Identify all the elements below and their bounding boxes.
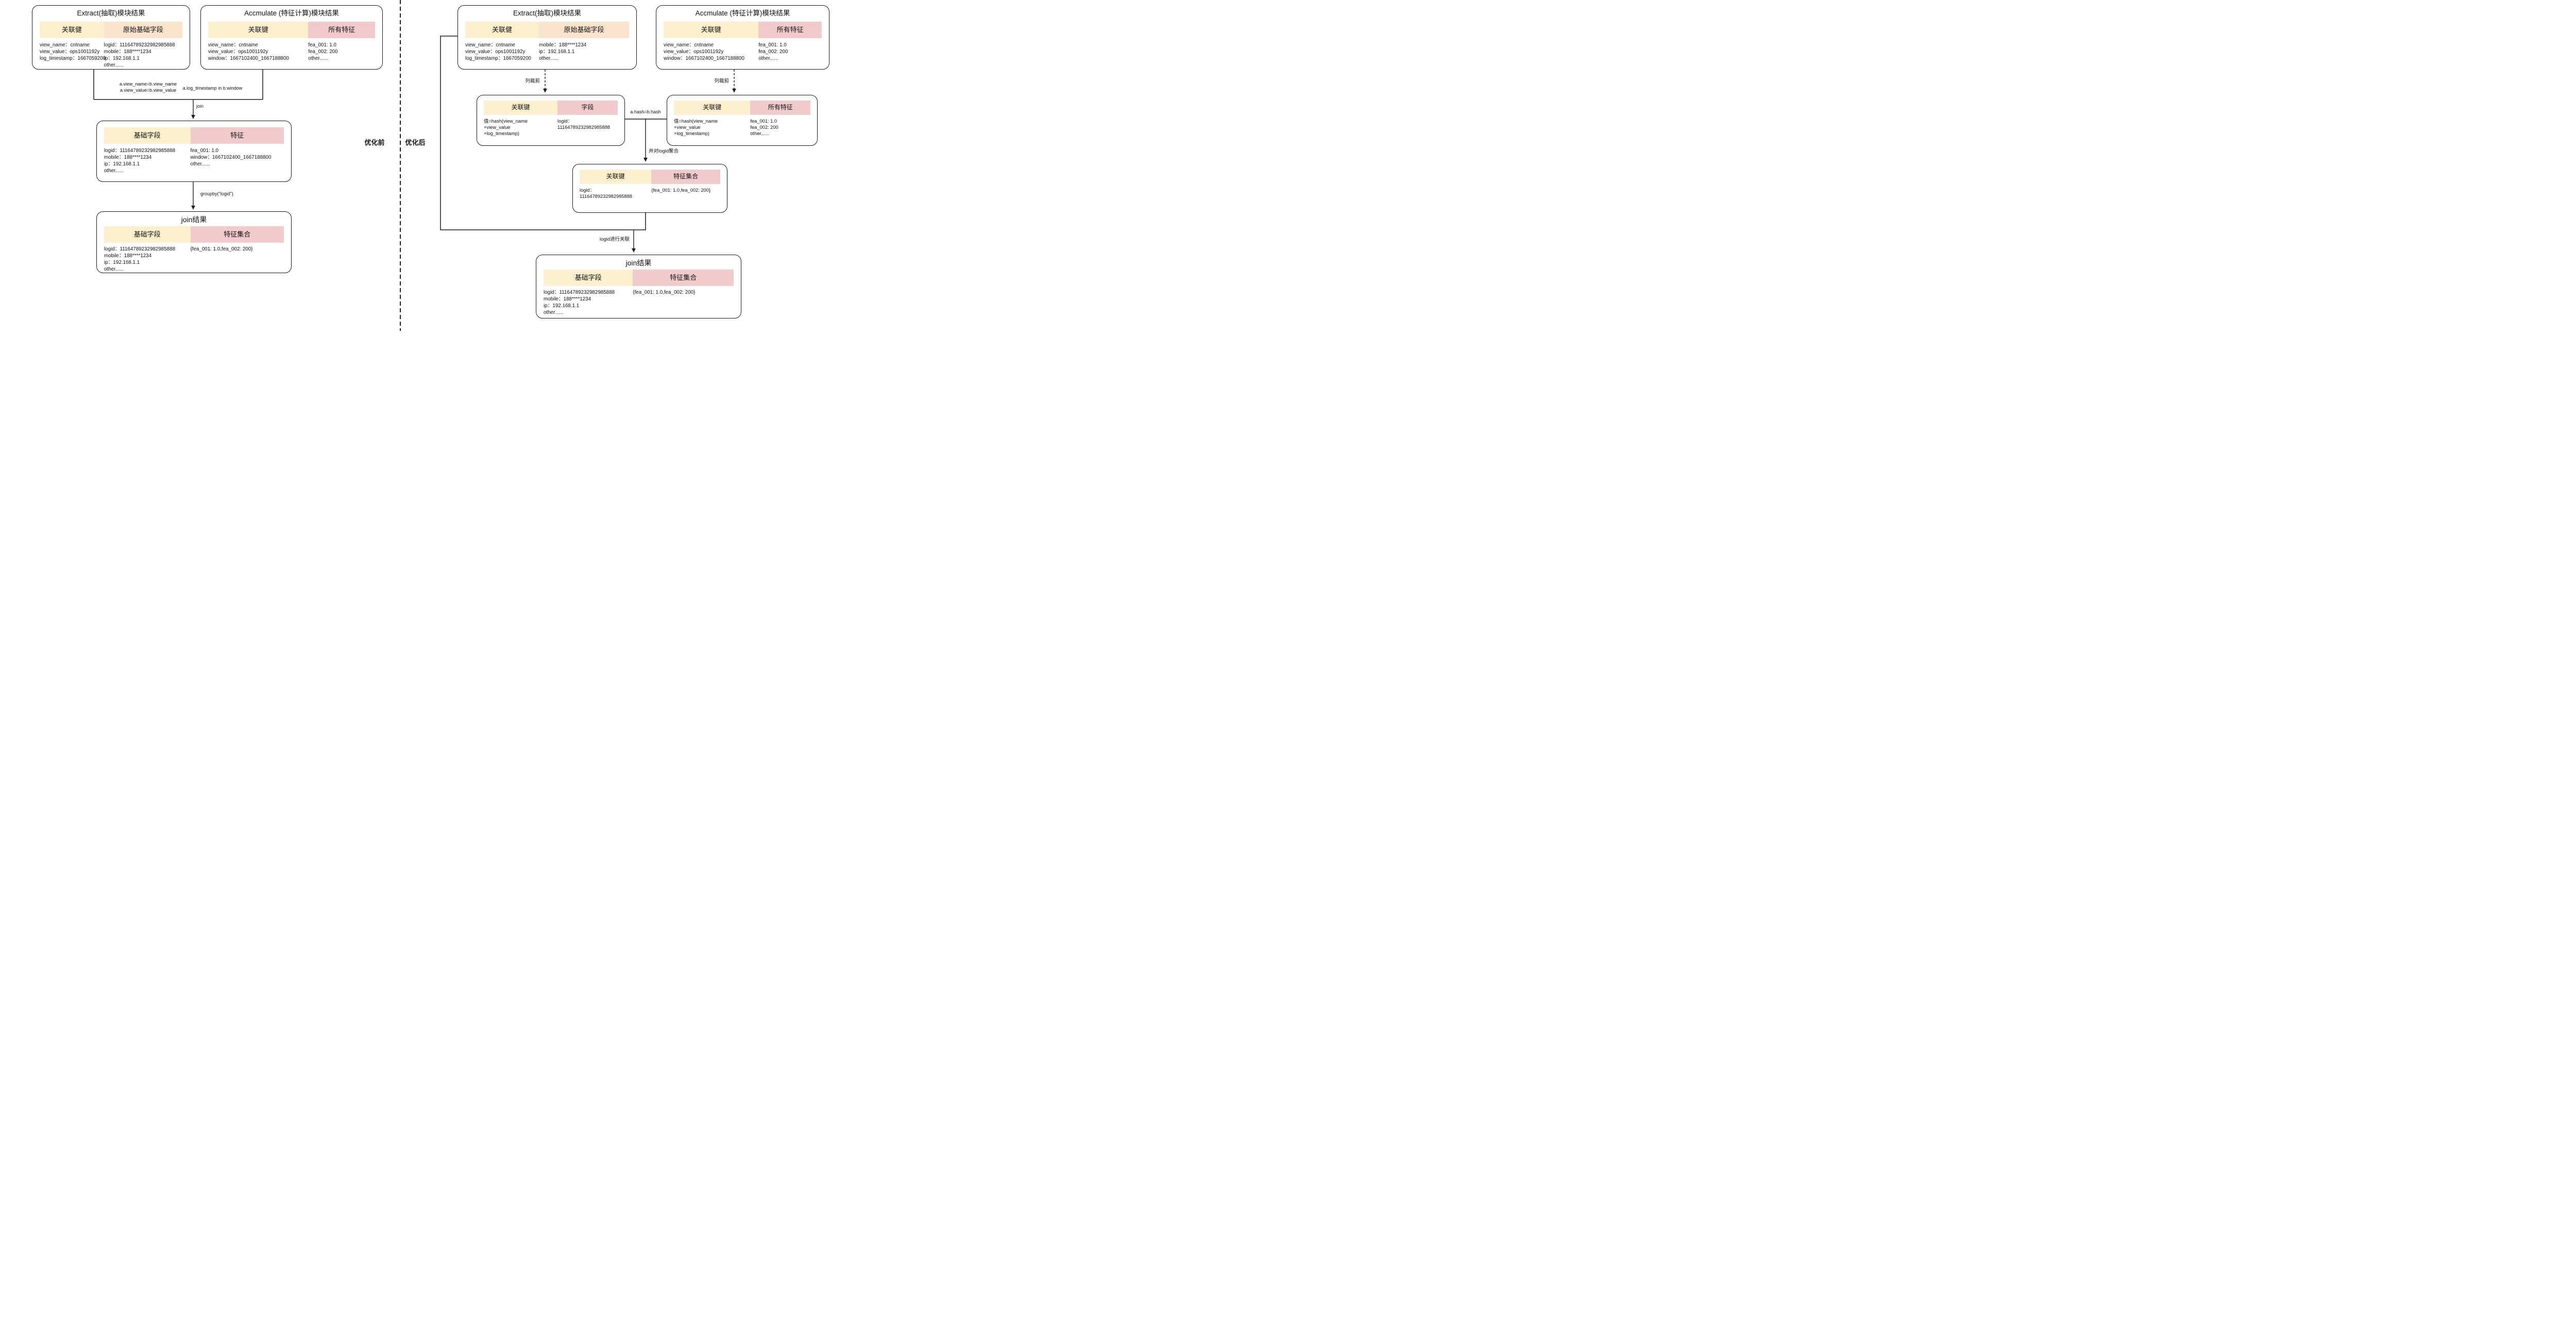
- extract-right-col1-header: 关联健: [465, 22, 539, 38]
- hash-left-col1-cell: 值=hash(view_name +view_value +log_timest…: [484, 119, 528, 137]
- groupby-edge-label: groupby("logid"): [200, 191, 233, 196]
- aggregated-right-col2-cell: {fea_001: 1.0,fea_002: 200}: [651, 188, 710, 193]
- hash-left-col1-header: 关联键: [484, 100, 557, 115]
- after-optimization-label: 优化后: [405, 139, 426, 146]
- join-result-right-col2-header: 特征集合: [633, 270, 734, 286]
- aggregated-right-col1-cell: logid： 11164789232982985888: [580, 188, 633, 199]
- join-result-left-col2-cell: {fea_001: 1.0,fea_002: 200}: [190, 246, 253, 252]
- joined-middle-col1-cell: logid：11164789232982985888 mobile：188***…: [104, 148, 176, 174]
- logid-join-edge-label: logid进行关联: [599, 237, 630, 242]
- accumulate-right-col1-cell: view_name：cntname view_value：ops1001192y…: [664, 42, 744, 61]
- extract-left-title: Extract(抽取)模块结果: [77, 9, 145, 17]
- join-result-left-col2-header: 特征集合: [190, 226, 284, 243]
- hash-right-col2-header: 所有特征: [750, 100, 810, 115]
- hash-right-col1-cell: 值=hash(view_name +view_value +log_timest…: [674, 119, 718, 137]
- before-optimization-label: 优化前: [364, 139, 385, 146]
- extract-left-col2-cell: logid：11164789232982985888 mobile：188***…: [104, 42, 175, 68]
- hash-left-col2-header: 字段: [557, 100, 618, 115]
- extract-left-col2-header: 原始基础字段: [104, 22, 182, 38]
- extract-left-box: Extract(抽取)模块结果 关联健 原始基础字段 view_name：cnt…: [32, 5, 190, 70]
- accumulate-left-col2-header: 所有特征: [308, 22, 375, 38]
- hash-left-box: 关联键 字段 值=hash(view_name +view_value +log…: [477, 95, 625, 146]
- aggregated-right-col2-header: 特征集合: [651, 170, 720, 184]
- accumulate-left-box: Accmulate (特征计算)模块结果 关联键 所有特征 view_name：…: [200, 5, 383, 70]
- extract-left-col1-header: 关联健: [40, 22, 104, 38]
- join-result-right-title: join结果: [625, 259, 652, 267]
- column-prune-label-1: 列裁剪: [525, 78, 540, 84]
- join-result-left-title: join结果: [181, 215, 207, 224]
- hash-join-condition-label: a.hash=b.hash: [630, 109, 661, 114]
- join-result-right-col1-cell: logid：11164789232982985888 mobile：188***…: [544, 290, 615, 315]
- joined-middle-col2-header: 特征: [190, 127, 284, 144]
- extract-left-col1-cell: view_name：cntname view_value：ops1001192y…: [40, 42, 106, 61]
- accumulate-right-col2-cell: fea_001: 1.0 fea_002: 200 other......: [758, 42, 788, 61]
- join-result-left-col1-header: 基础字段: [104, 226, 191, 243]
- accumulate-right-title: Accmulate (特征计算)模块结果: [695, 9, 790, 17]
- aggregate-edge-label: 并对logid聚合: [649, 148, 679, 154]
- diagram-canvas: Extract(抽取)模块结果 关联健 原始基础字段 view_name：cnt…: [0, 0, 835, 331]
- accumulate-left-col1-cell: view_name：cntname view_value：ops1001192y…: [208, 42, 289, 61]
- join-condition-label-2: a.log_timestamp in b.window: [182, 86, 243, 91]
- extract-right-col2-cell: mobile：188****1234 ip：192.168.1.1 other.…: [539, 42, 587, 61]
- join-edge-label: join: [196, 104, 204, 109]
- joined-middle-col2-cell: fea_001: 1.0 window：1667102400_166718880…: [190, 148, 272, 167]
- accumulate-right-col1-header: 关联键: [664, 22, 759, 38]
- join-result-right-box: join结果 基础字段 特征集合 logid：11164789232982985…: [536, 255, 741, 319]
- joined-middle-left-box: 基础字段 特征 logid：11164789232982985888 mobil…: [96, 121, 292, 182]
- hash-right-col1-header: 关联键: [674, 100, 751, 115]
- accumulate-left-title: Accmulate (特征计算)模块结果: [244, 9, 339, 17]
- join-result-left-box: join结果 基础字段 特征集合 logid：11164789232982985…: [96, 211, 292, 273]
- hash-right-col2-cell: fea_001: 1.0 fea_002: 200 other......: [750, 119, 778, 137]
- join-result-right-col1-header: 基础字段: [544, 270, 633, 286]
- extract-right-col1-cell: view_name：cntname view_value：ops1001192y…: [465, 42, 531, 61]
- joined-middle-col1-header: 基础字段: [104, 127, 191, 144]
- hash-right-box: 关联键 所有特征 值=hash(view_name +view_value +l…: [667, 95, 818, 146]
- accumulate-left-col1-header: 关联键: [208, 22, 309, 38]
- hash-left-col2-cell: logid： 11164789232982985888: [557, 119, 611, 130]
- accumulate-right-col2-header: 所有特征: [758, 22, 822, 38]
- join-result-left-col1-cell: logid：11164789232982985888 mobile：188***…: [104, 246, 176, 272]
- extract-right-box: Extract(抽取)模块结果 关联健 原始基础字段 view_name：cnt…: [457, 5, 637, 70]
- join-result-right-col2-cell: {fea_001: 1.0,fea_002: 200}: [633, 290, 696, 295]
- accumulate-left-col2-cell: fea_001: 1.0 fea_002: 200 other......: [308, 42, 338, 61]
- aggregated-right-box: 关联键 特征集合 logid： 11164789232982985888 {fe…: [572, 164, 727, 213]
- aggregated-right-col1-header: 关联键: [580, 170, 652, 184]
- accumulate-right-box: Accmulate (特征计算)模块结果 关联键 所有特征 view_name：…: [656, 5, 829, 70]
- extract-right-col2-header: 原始基础字段: [539, 22, 629, 38]
- extract-right-title: Extract(抽取)模块结果: [513, 9, 581, 17]
- join-condition-label-1: a.view_name=b.view_name a.view_value=b.v…: [119, 81, 177, 93]
- column-prune-label-2: 列裁剪: [714, 78, 729, 84]
